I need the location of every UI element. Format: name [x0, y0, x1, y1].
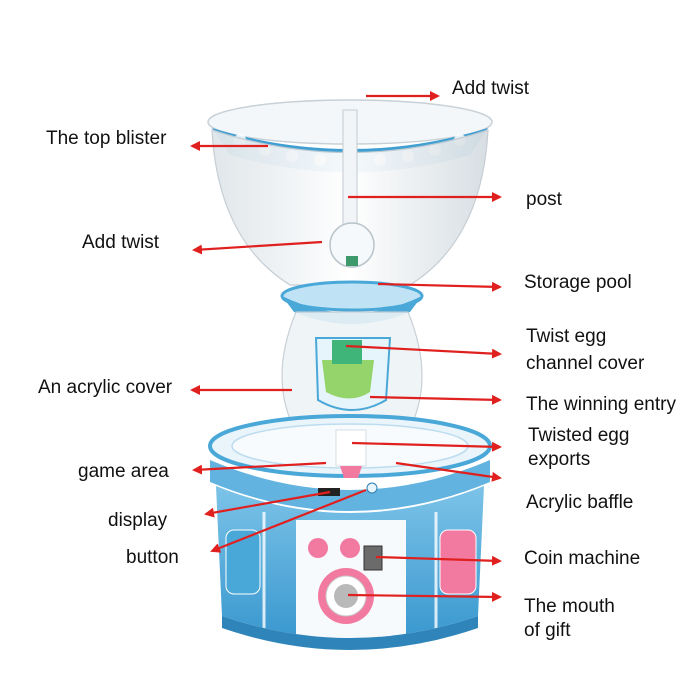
- label-display: display: [108, 510, 168, 531]
- label-acrylic-cover: An acrylic cover: [38, 377, 173, 398]
- control-rim: [210, 460, 490, 511]
- label-gift-mouth-line1: The mouth: [524, 596, 615, 617]
- label-egg-exports-line1: Twisted egg: [528, 425, 630, 446]
- arrow-icon: [204, 490, 331, 518]
- arrow-icon: [210, 488, 367, 553]
- arrow-icon: [192, 240, 323, 255]
- arrow-icon: [375, 555, 502, 566]
- arrow-icon: [351, 441, 502, 452]
- label-add-twist-mid: Add twist: [82, 232, 160, 253]
- label-add-twist-top: Add twist: [452, 78, 530, 99]
- label-storage-pool: Storage pool: [524, 272, 632, 293]
- label-game-area: game area: [78, 461, 169, 482]
- label-channel-cover-line2: channel cover: [526, 353, 645, 374]
- label-coin-machine: Coin machine: [524, 548, 641, 569]
- label-egg-exports-line2: exports: [528, 449, 591, 470]
- label-gift-mouth-line2: of gift: [524, 620, 571, 641]
- arrow-icon: [377, 281, 502, 292]
- arrow-icon: [395, 461, 502, 482]
- arrow-icon: [345, 344, 502, 359]
- game-button: [366, 482, 378, 494]
- twist-ball: [329, 222, 375, 268]
- label-winning-entry: The winning entry: [526, 394, 676, 415]
- label-post: post: [526, 189, 562, 210]
- label-button: button: [126, 547, 179, 568]
- label-acrylic-baffle: Acrylic baffle: [526, 492, 634, 513]
- label-channel-cover-line1: Twist egg: [526, 326, 607, 347]
- arrow-icon: [192, 461, 327, 475]
- label-top-blister: The top blister: [46, 128, 167, 149]
- arrow-icon: [369, 394, 502, 405]
- arrow-icon: [347, 591, 502, 602]
